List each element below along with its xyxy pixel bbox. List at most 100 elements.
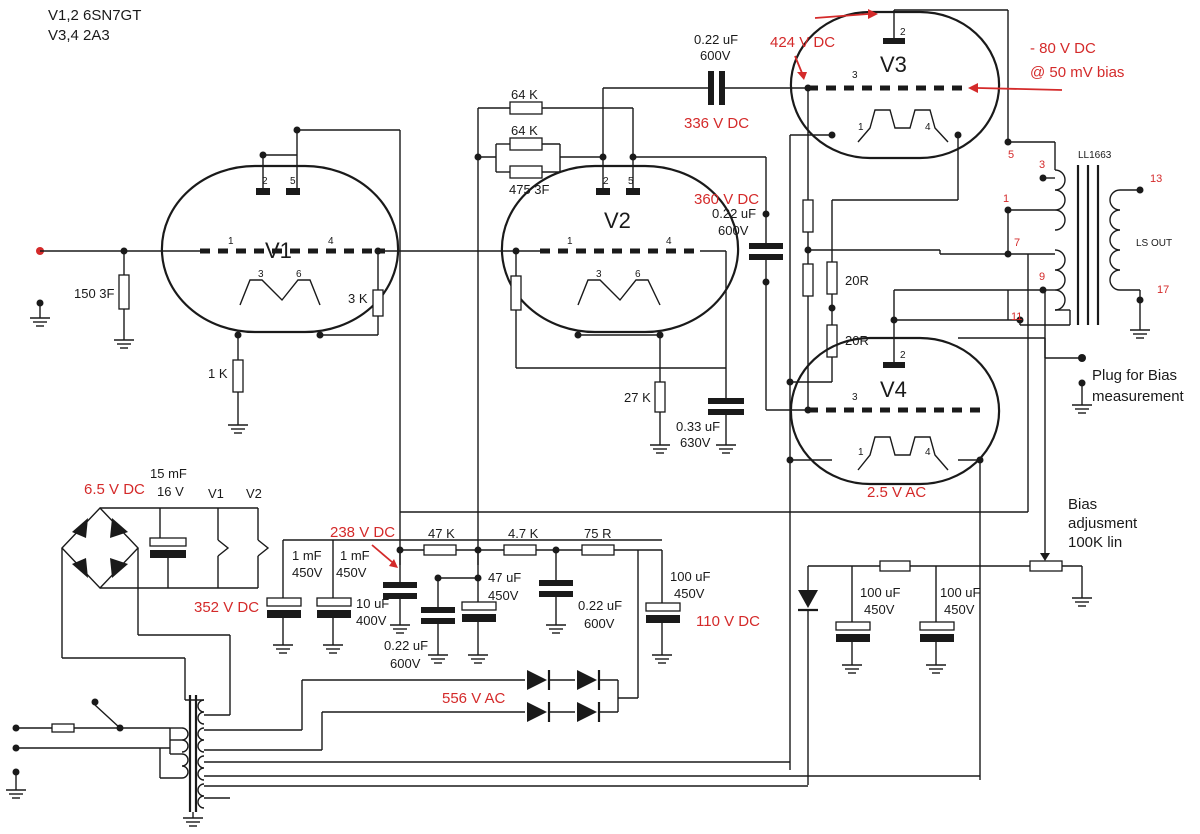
svg-text:1: 1	[858, 122, 864, 133]
svg-text:450V: 450V	[292, 565, 323, 580]
svg-text:1: 1	[1003, 193, 1009, 205]
annotation-360v: 360 V DC	[694, 191, 759, 208]
tube-list-line-2: V3,4 2A3	[48, 27, 110, 44]
bias-resistor	[879, 560, 911, 572]
svg-text:2: 2	[262, 176, 268, 187]
resistor-20r-b	[826, 324, 838, 358]
svg-text:0.22 uF: 0.22 uF	[578, 598, 622, 613]
resistor-475	[509, 165, 543, 179]
svg-text:1 mF: 1 mF	[340, 548, 370, 563]
svg-text:4.7 K: 4.7 K	[508, 526, 539, 541]
svg-text:13: 13	[1150, 173, 1162, 185]
annotation-238v: 238 V DC	[330, 524, 395, 541]
transformer-label: LL1663	[1078, 150, 1112, 161]
annotation-336v: 336 V DC	[684, 115, 749, 132]
resistor-1k	[232, 359, 244, 393]
svg-text:3: 3	[258, 269, 264, 280]
v2-grid-resistor	[510, 275, 522, 311]
resistor-64k-mid	[509, 137, 543, 151]
svg-text:3: 3	[1039, 159, 1045, 171]
v4-label: V4	[880, 377, 907, 402]
bridge-rectifier	[61, 506, 139, 590]
v2-label: V2	[604, 208, 631, 233]
tube-v1: V1 2 5 1 4 3 6	[160, 164, 400, 334]
bias-label-2: adjusment	[1068, 515, 1138, 532]
svg-text:3: 3	[852, 70, 858, 81]
svg-text:450V: 450V	[864, 602, 895, 617]
svg-text:2: 2	[900, 27, 906, 38]
svg-text:5: 5	[628, 176, 634, 187]
svg-text:0.22 uF: 0.22 uF	[384, 638, 428, 653]
svg-text:100 uF: 100 uF	[670, 569, 711, 584]
annotation-6-5v: 6.5 V DC	[84, 481, 145, 498]
svg-text:11: 11	[1011, 311, 1022, 323]
svg-text:2: 2	[900, 350, 906, 361]
svg-text:450V: 450V	[944, 602, 975, 617]
annotation-556v-ac: 556 V AC	[442, 690, 506, 707]
plug-label-2: measurement	[1092, 388, 1185, 405]
label-022-uf-mid: 0.22 uF	[712, 206, 756, 221]
svg-text:1: 1	[228, 236, 234, 247]
resistor-27k	[654, 381, 666, 413]
input-stage: 150 3F	[30, 247, 200, 349]
svg-text:100 uF: 100 uF	[940, 585, 981, 600]
mains-switch[interactable]	[94, 704, 121, 729]
annotation-80v: - 80 V DC	[1030, 40, 1096, 57]
tube-v2: V2 2 5 1 4 3 6	[500, 164, 740, 334]
plug-label-1: Plug for Bias	[1092, 367, 1177, 384]
label-64k-mid: 64 K	[511, 123, 538, 138]
svg-text:2: 2	[603, 176, 609, 187]
svg-text:450V: 450V	[488, 588, 519, 603]
bias-label-1: Bias	[1068, 496, 1097, 513]
label-022-uf-top: 0.22 uF	[694, 32, 738, 47]
bias-potentiometer[interactable]	[1029, 560, 1063, 572]
label-1k: 1 K	[208, 366, 228, 381]
svg-text:10 uF: 10 uF	[356, 596, 389, 611]
tube-v4: V4 2 3 1 4	[789, 336, 1001, 486]
svg-text:5: 5	[290, 176, 296, 187]
svg-text:75 R: 75 R	[584, 526, 611, 541]
resistor-3k	[372, 289, 384, 317]
annotation-50mv: @ 50 mV bias	[1030, 64, 1124, 81]
svg-text:450V: 450V	[336, 565, 367, 580]
svg-text:47 K: 47 K	[428, 526, 455, 541]
annotation-2-5v-ac: 2.5 V AC	[867, 484, 926, 501]
resistor-64k-top	[509, 101, 543, 115]
svg-text:600V: 600V	[584, 616, 615, 631]
label-20r-a: 20R	[845, 273, 869, 288]
svg-text:16 V: 16 V	[157, 484, 184, 499]
tube-v3: V3 2 3 1 4	[789, 10, 1001, 160]
label-150-3f: 150 3F	[74, 286, 115, 301]
ls-out-label: LS OUT	[1136, 238, 1172, 249]
bias-plug-node	[1078, 354, 1086, 362]
label-600v-mid: 600V	[718, 223, 749, 238]
power-transformer	[181, 695, 205, 812]
svg-text:400V: 400V	[356, 613, 387, 628]
annotation-424v: 424 V DC	[770, 34, 835, 51]
tube-list-line-1: V1,2 6SN7GT	[48, 7, 141, 24]
svg-text:100 uF: 100 uF	[860, 585, 901, 600]
svg-text:450V: 450V	[674, 586, 705, 601]
svg-text:3: 3	[596, 269, 602, 280]
svg-text:4: 4	[925, 122, 931, 133]
annotation-352v: 352 V DC	[194, 599, 259, 616]
svg-text:6: 6	[296, 269, 302, 280]
resistor-20r-a	[826, 261, 838, 295]
output-transformer: LL1663 LS OUT	[1054, 150, 1172, 325]
svg-text:47 uF: 47 uF	[488, 570, 521, 585]
svg-text:V2: V2	[246, 486, 262, 501]
grid-resistor-150	[118, 274, 130, 310]
svg-text:3: 3	[852, 392, 858, 403]
label-27k: 27 K	[624, 390, 651, 405]
resistor-47k	[423, 544, 457, 556]
mains-fuse	[51, 723, 75, 733]
bias-label-3: 100K lin	[1068, 534, 1122, 551]
svg-text:1: 1	[858, 447, 864, 458]
svg-text:4: 4	[666, 236, 672, 247]
svg-text:6: 6	[635, 269, 641, 280]
svg-text:1: 1	[567, 236, 573, 247]
svg-text:9: 9	[1039, 271, 1045, 283]
label-475-3f: 475 3F	[509, 182, 550, 197]
label-20r-b: 20R	[845, 333, 869, 348]
svg-text:7: 7	[1014, 237, 1020, 249]
